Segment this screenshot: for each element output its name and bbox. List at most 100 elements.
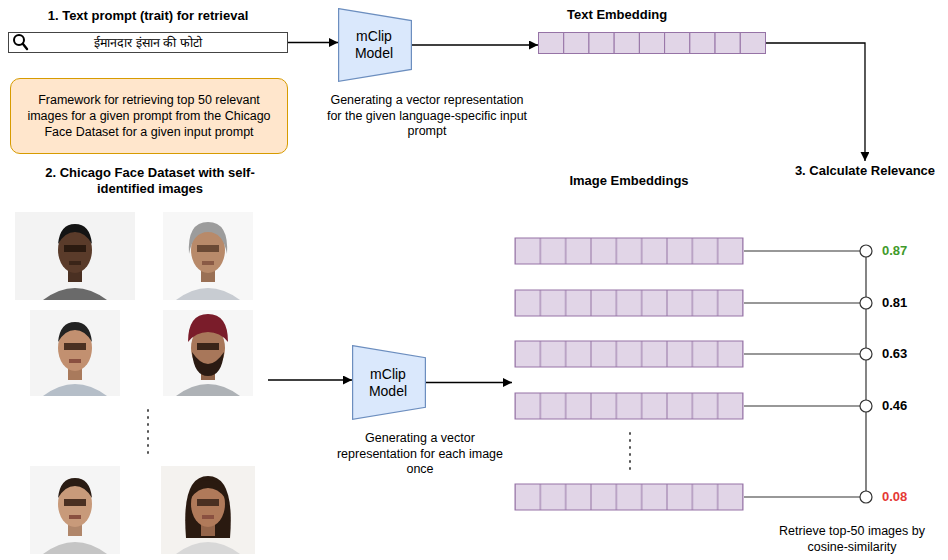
face-shirt <box>43 288 107 300</box>
model-trapezoid: mClip ModelGenerating a vector represent… <box>338 8 412 82</box>
note-text: Retrieve top-50 images by cosine-similar… <box>761 523 943 555</box>
score-wire <box>744 405 860 406</box>
ellipsis-dots <box>147 410 149 455</box>
photo-ground <box>15 212 135 300</box>
embedding-bar <box>515 238 743 264</box>
embedding-cell <box>715 33 740 54</box>
label-holder: 0.81 <box>882 295 907 311</box>
face-eyes <box>197 343 219 350</box>
score-value: 0.87 <box>882 243 907 259</box>
step-label: 3. Calculate Relevance <box>795 163 935 179</box>
photo-ground <box>163 310 253 396</box>
caption-text: Generating a vector representation for e… <box>325 431 515 478</box>
label-holder: 0.08 <box>882 489 907 505</box>
collector-line <box>865 251 866 497</box>
heading-text: 1. Text prompt (trait) for retrieval <box>48 8 249 24</box>
outer-text-holder: Generating a vector representation for e… <box>325 431 515 478</box>
bar-outline <box>538 32 766 54</box>
photo-ground <box>163 212 253 300</box>
caption-text: Generating a vector representation for t… <box>322 93 532 140</box>
embedding-bar <box>515 290 743 316</box>
embedding-cell <box>690 33 715 54</box>
face-long-hair <box>185 476 231 538</box>
face-hair <box>58 478 92 498</box>
face-photo <box>30 310 120 396</box>
arrow-connector <box>268 379 352 380</box>
embedding-bar <box>515 341 743 367</box>
magnifier-icon <box>14 35 27 49</box>
heading-text: 3. Calculate Relevance <box>795 163 935 179</box>
text-area: Framework for retrieving top 50 relevant… <box>11 79 287 153</box>
face-eyes <box>64 245 86 252</box>
outer-text-holder: Text Embedding <box>567 7 667 23</box>
face-eyes <box>64 499 86 506</box>
text-area: ईमानदार इंसान की फोटो <box>9 33 287 52</box>
arrow-connector <box>766 43 865 161</box>
face-eyes <box>64 343 86 350</box>
face-shirt <box>43 542 107 554</box>
junction-circle <box>860 491 872 503</box>
face-photo <box>30 466 120 554</box>
score-wire <box>744 302 860 303</box>
score-value: 0.46 <box>882 398 907 414</box>
arrow-connector <box>412 44 538 45</box>
note-box: Framework for retrieving top 50 relevant… <box>10 78 288 154</box>
face-mouth <box>69 515 81 519</box>
score-value: 0.63 <box>882 346 907 362</box>
face-shirt <box>176 288 240 300</box>
junction-circle <box>860 297 872 309</box>
face-hair <box>58 322 92 342</box>
face-mouth <box>202 261 214 265</box>
outer-text-holder: Image Embeddings <box>569 173 688 189</box>
face-photo <box>15 212 135 300</box>
arrow-connector <box>426 382 512 383</box>
junction-circle <box>860 400 872 412</box>
heading-text: Image Embeddings <box>569 173 688 189</box>
face-photo <box>163 310 253 396</box>
search-box: 1. Text prompt (trait) for retrievalईमान… <box>8 32 288 53</box>
face-hair <box>58 224 92 244</box>
model-text: mClip Model <box>356 366 420 400</box>
embedding-cell <box>564 33 589 54</box>
face-shirt <box>176 542 240 554</box>
model-trapezoid: mClip ModelGenerating a vector represent… <box>352 345 426 420</box>
face-photo <box>163 212 253 300</box>
outer-text-holder: Generating a vector representation for t… <box>322 93 532 140</box>
relevance-wires <box>744 245 872 503</box>
embedding-bar <box>515 484 743 510</box>
arrow-connector <box>288 42 338 43</box>
trapezoid-fill <box>353 346 426 420</box>
label-holder: 0.63 <box>882 346 907 362</box>
model-text: mClip Model <box>342 28 406 62</box>
face-mouth <box>202 515 214 519</box>
face-turban <box>188 314 228 342</box>
text-area: 3. Calculate Relevance <box>795 163 935 179</box>
embedding-cell <box>589 33 614 54</box>
score-wire <box>744 250 860 251</box>
label-holder: 0.87 <box>882 243 907 259</box>
embedding-bar <box>515 393 743 419</box>
label-holder: 0.46 <box>882 398 907 414</box>
face-eyes <box>197 499 219 506</box>
trapezoid-fill <box>339 9 412 82</box>
photo-ground <box>30 466 120 554</box>
face-beard <box>192 352 224 376</box>
label-holder: Retrieve top-50 images by cosine-similar… <box>761 523 943 555</box>
face-fringe <box>191 480 225 498</box>
face-mouth <box>69 261 81 265</box>
text-area: mClip Model <box>338 8 412 82</box>
ellipsis-dots <box>629 433 631 475</box>
face-head <box>191 481 225 527</box>
score-wire <box>744 496 860 497</box>
heading-text: Text Embedding <box>567 7 667 23</box>
photo-ground <box>161 466 255 554</box>
embedding-cell <box>639 33 664 54</box>
junction-circle <box>860 348 872 360</box>
embedding-bar: Text Embedding <box>538 32 766 54</box>
score-wire <box>744 353 860 354</box>
magnifier-handle <box>23 44 27 49</box>
face-hair <box>189 222 227 254</box>
face-photo <box>161 466 255 554</box>
face-mouth <box>69 359 81 363</box>
